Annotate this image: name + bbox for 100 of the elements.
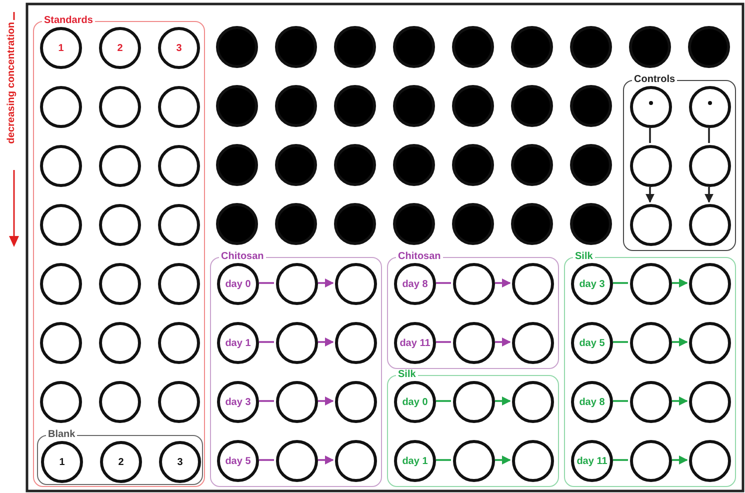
connector-line [613, 341, 628, 343]
arrow [672, 278, 688, 288]
well [512, 263, 554, 305]
well [99, 145, 141, 187]
filled-well [511, 26, 553, 68]
arrow [495, 396, 511, 406]
well [335, 322, 377, 364]
filled-well [511, 203, 553, 245]
well [99, 263, 141, 305]
connector-line [436, 459, 451, 461]
well [689, 440, 731, 482]
filled-well [334, 26, 376, 68]
arrow [704, 187, 714, 203]
group-title: Silk [396, 370, 418, 380]
filled-well [570, 85, 612, 127]
filled-well [275, 203, 317, 245]
well [689, 86, 731, 128]
well: day 0 [394, 381, 436, 423]
well: day 8 [571, 381, 613, 423]
connector-line [259, 459, 274, 461]
arrow [318, 456, 334, 464]
filled-well [275, 85, 317, 127]
filled-well [570, 144, 612, 186]
well [512, 381, 554, 423]
well [40, 86, 82, 128]
filled-well [216, 85, 258, 127]
well [158, 145, 200, 187]
arrow [672, 396, 688, 406]
filled-well [393, 26, 435, 68]
connector-line [436, 400, 451, 402]
well [335, 263, 377, 305]
connector-line [708, 128, 710, 143]
filled-well [393, 85, 435, 127]
well [158, 322, 200, 364]
filled-well [452, 203, 494, 245]
connector-line [649, 128, 651, 143]
well [630, 145, 672, 187]
well: day 11 [394, 322, 436, 364]
well: 3 [158, 27, 200, 69]
filled-well [393, 203, 435, 245]
group-title: Chitosan [396, 252, 443, 262]
group-title: Silk [573, 252, 595, 262]
well [40, 381, 82, 423]
axis-label: decreasing concentration [6, 22, 17, 144]
connector-line [436, 341, 451, 343]
well [630, 204, 672, 246]
well [630, 86, 672, 128]
filled-well [452, 85, 494, 127]
well: 2 [100, 441, 142, 483]
connector-line [259, 400, 274, 402]
well: 1 [41, 441, 83, 483]
connector-line [436, 282, 451, 284]
well [40, 263, 82, 305]
well: day 0 [217, 263, 259, 305]
connector-line [613, 400, 628, 402]
well [276, 322, 318, 364]
connector-line [259, 282, 274, 284]
well [276, 440, 318, 482]
well [99, 204, 141, 246]
group-title: Blank [46, 430, 78, 440]
arrow [318, 338, 334, 346]
well [158, 86, 200, 128]
well [158, 204, 200, 246]
well [512, 440, 554, 482]
filled-well [688, 26, 730, 68]
well [158, 381, 200, 423]
filled-well [570, 203, 612, 245]
well [453, 322, 495, 364]
well [689, 263, 731, 305]
well [689, 204, 731, 246]
well: 3 [159, 441, 201, 483]
filled-well [216, 203, 258, 245]
well: day 5 [217, 440, 259, 482]
filled-well [570, 26, 612, 68]
filled-well [334, 144, 376, 186]
arrow [495, 278, 511, 288]
well [512, 322, 554, 364]
well: day 3 [571, 263, 613, 305]
well [99, 381, 141, 423]
well: day 5 [571, 322, 613, 364]
filled-well [334, 203, 376, 245]
filled-well [334, 85, 376, 127]
arrow [672, 456, 688, 464]
well: day 11 [571, 440, 613, 482]
well: day 3 [217, 381, 259, 423]
filled-well [511, 144, 553, 186]
filled-well [275, 26, 317, 68]
group-title: Standards [42, 16, 95, 26]
connector-line [613, 282, 628, 284]
arrow [318, 278, 334, 288]
well [276, 263, 318, 305]
well [689, 145, 731, 187]
well [453, 440, 495, 482]
well [335, 381, 377, 423]
well [630, 322, 672, 364]
filled-well [216, 26, 258, 68]
arrow [646, 187, 654, 203]
arrow [495, 456, 511, 464]
well [99, 322, 141, 364]
filled-well [452, 144, 494, 186]
